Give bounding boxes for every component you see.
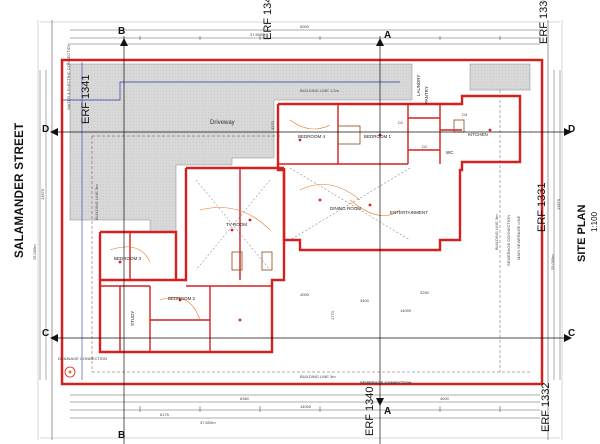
section-marker-d-right: D <box>568 124 576 135</box>
section-marker-c-left: C <box>42 328 50 339</box>
dim-mid-3: 4000 <box>300 292 309 297</box>
dim-mid-5: 1770 <box>330 311 335 320</box>
section-marker-a-top: A <box>384 30 392 41</box>
driveway-label: Driveway <box>210 120 235 126</box>
room-bedroom2: BEDROOM 2 <box>168 296 196 301</box>
section-marker-c-right: C <box>568 328 576 339</box>
building-line-right: BUILDING LINE 3m <box>494 214 499 250</box>
building-line-top: BUILDING LINE 1,5m <box>300 88 339 93</box>
building-line-bottom: BUILDING LINE 3m <box>300 374 336 379</box>
section-marker-a-bottom: A <box>384 406 392 417</box>
room-pantry: PANTRY <box>424 86 429 104</box>
dim-mid-4: 3400 <box>360 298 369 303</box>
room-bedroom3: BEDROOM 3 <box>114 256 142 261</box>
dim-right-1: 25.000m <box>550 254 555 270</box>
room-bedroom4: BEDROOM 4 <box>298 134 326 139</box>
water-connection-label: WATER & ELECTRIC CONNECTION <box>66 43 71 110</box>
section-marker-b-top: B <box>118 26 126 37</box>
room-study: STUDY <box>130 310 135 326</box>
dim-right-2: 13670 <box>556 198 561 210</box>
sewerage-right-label: SEWERAGE CONNECTION <box>506 214 511 266</box>
dim-bottom-4: 6360 <box>240 396 249 401</box>
drawing-title: SITE PLAN <box>576 204 588 262</box>
erf-bottom-right: ERF 1332 <box>540 382 552 432</box>
main-sewerage-line-label: MAIN SEWERAGE LINE <box>516 215 521 260</box>
dim-top-1: 5000 <box>300 24 309 29</box>
dim-bottom-2: 14000 <box>300 404 312 409</box>
dim-mid-6: 14000 <box>400 308 412 313</box>
room-bedroom1: BEDROOM 1 <box>364 134 392 139</box>
dim-bottom-3: 6175 <box>160 412 169 417</box>
erf-top-right: ERF 1330 <box>538 0 550 44</box>
section-marker-d-left: D <box>42 124 50 135</box>
dim-bottom-5: 4000 <box>440 396 449 401</box>
dim-left-2: 13670 <box>40 188 45 200</box>
street-name: SALAMANDER STREET <box>14 122 26 258</box>
sewerage-connection-label: SEWERAGE CONNECTION <box>360 380 412 385</box>
room-entertainment: ENTERTAINMENT <box>390 210 428 215</box>
room-kitchen: KITCHEN <box>468 132 488 137</box>
room-dining: DINING ROOM <box>330 206 361 211</box>
drawing-scale: 1:100 <box>590 211 599 232</box>
room-tv: TV ROOM <box>226 222 247 227</box>
door-d3-label: D3 <box>462 112 468 117</box>
dim-mid-1: 4370 <box>270 121 275 130</box>
dim-mid-2: 3250 <box>420 290 429 295</box>
building-line-left: BUILDING LINE 3m <box>94 184 99 220</box>
erf-left: ERF 1341 <box>80 74 92 124</box>
dim-left-1: 25.000m <box>32 244 37 260</box>
door-d2-label: D2 <box>422 144 428 149</box>
erf-right: ERF 1331 <box>536 182 548 232</box>
drainage-connection-label: DRAINAGE CONNECTION <box>58 356 107 361</box>
room-laundry: LAUNDRY <box>416 74 421 96</box>
dim-top-2: 37.600m <box>250 32 266 37</box>
section-marker-b-bottom: B <box>118 430 126 441</box>
erf-bottom-center: ERF 1340 <box>364 386 376 436</box>
dim-bottom-1: 37.600m <box>200 420 216 425</box>
door-d1-label: D1 <box>398 120 404 125</box>
room-wc: WC <box>446 150 454 155</box>
